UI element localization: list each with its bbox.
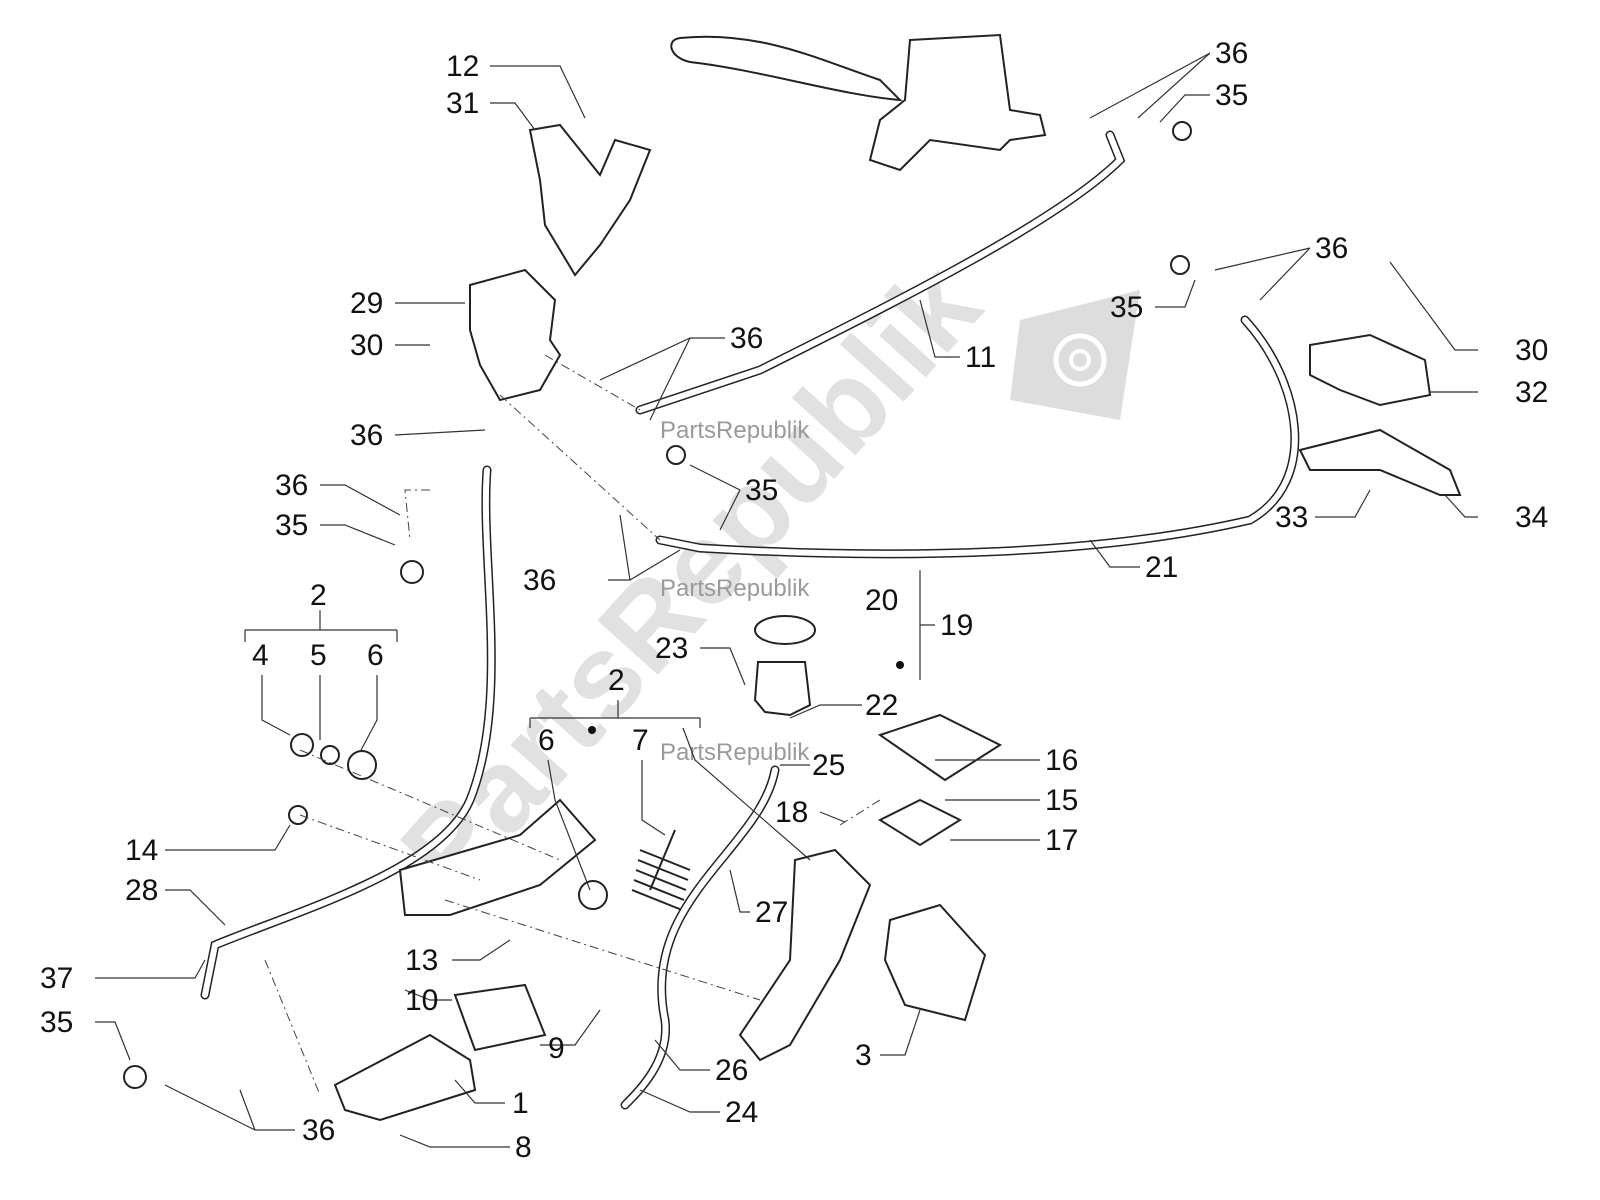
assembly-lines [264, 354, 881, 1096]
label-26: 26 [715, 1054, 748, 1087]
bolt-35-top [1172, 121, 1192, 141]
label-35-caliper: 35 [1110, 291, 1143, 324]
label-19: 19 [940, 609, 973, 642]
master-cylinder-top [868, 33, 1047, 172]
reservoir-cap-20 [754, 615, 816, 645]
caliper-32 [1309, 333, 1432, 407]
label-4: 4 [252, 639, 269, 672]
ref-dot-2 [588, 726, 596, 734]
label-3: 3 [855, 1039, 872, 1072]
label-25: 25 [812, 749, 845, 782]
label-35-bottom: 35 [40, 1006, 73, 1039]
bolt-35-mid [666, 445, 686, 465]
label-16: 16 [1045, 744, 1078, 777]
nut-4 [290, 733, 314, 757]
ref-dot-19 [896, 661, 904, 669]
bolt-35-right [1170, 255, 1190, 275]
bracket-31 [528, 123, 652, 277]
label-35-top-right: 35 [1215, 79, 1248, 112]
label-7: 7 [632, 724, 649, 757]
brake-lever [670, 35, 903, 102]
parts [123, 33, 1462, 1122]
label-5: 5 [310, 639, 327, 672]
pedal-bracket [398, 798, 597, 916]
spring-7 [631, 829, 691, 911]
label-15: 15 [1045, 784, 1078, 817]
label-33: 33 [1275, 501, 1308, 534]
label-10: 10 [405, 984, 438, 1017]
label-30-right: 30 [1515, 334, 1548, 367]
pedal-plate-15 [877, 798, 963, 847]
bush-6b [578, 880, 608, 910]
label-2-left: 2 [310, 579, 327, 612]
label-32: 32 [1515, 376, 1548, 409]
label-6-left: 6 [367, 639, 384, 672]
cylinder-boot [453, 983, 547, 1052]
label-14: 14 [125, 834, 158, 867]
label-8: 8 [515, 1131, 532, 1164]
boot-3 [883, 903, 987, 1022]
label-30-left: 30 [350, 329, 383, 362]
washer-5 [320, 745, 340, 765]
label-17: 17 [1045, 824, 1078, 857]
label-18: 18 [775, 796, 808, 829]
label-36-mid-bottom: 36 [523, 564, 556, 597]
label-13: 13 [405, 944, 438, 977]
pedal-pad-16 [877, 713, 1003, 782]
label-35-mid: 35 [745, 474, 778, 507]
label-31: 31 [446, 87, 479, 120]
label-23: 23 [655, 632, 688, 665]
brake-distributor [469, 268, 562, 402]
label-12: 12 [446, 50, 479, 83]
label-27: 27 [755, 896, 788, 929]
callout-labels: 12 31 29 30 36 36 35 2 4 5 6 14 28 37 35… [40, 37, 1548, 1164]
label-22: 22 [865, 689, 898, 722]
banjo-35-bottom [123, 1065, 147, 1089]
gear-icon [1010, 290, 1140, 420]
leader-lines [95, 52, 1478, 1148]
watermark-small-1: PartsRepublik [660, 417, 810, 444]
banjo-35-left [400, 560, 424, 584]
label-21: 21 [1145, 551, 1178, 584]
label-36-mid-top: 36 [730, 322, 763, 355]
label-24: 24 [725, 1096, 758, 1129]
label-36-bottom: 36 [302, 1114, 335, 1147]
bracket-33 [1298, 428, 1462, 496]
label-36-top-right: 36 [1215, 37, 1248, 70]
master-cylinder-1 [333, 1033, 477, 1122]
watermark-small-3: PartsRepublik [660, 739, 810, 766]
hose-28 [200, 465, 496, 1000]
label-36-hose: 36 [275, 469, 308, 502]
label-6-mid: 6 [538, 724, 555, 757]
bush-6 [347, 750, 377, 780]
label-9: 9 [548, 1032, 565, 1065]
label-11: 11 [965, 341, 996, 374]
brake-pedal-arm [738, 848, 872, 1062]
label-34: 34 [1515, 501, 1548, 534]
label-28: 28 [125, 874, 158, 907]
reservoir-19 [753, 661, 812, 717]
watermark-small-2: PartsRepublik [660, 575, 810, 602]
label-2-mid: 2 [608, 664, 625, 697]
nut-14 [288, 805, 308, 825]
label-35-left: 35 [275, 509, 308, 542]
label-1: 1 [512, 1087, 529, 1120]
label-37: 37 [40, 962, 73, 995]
label-29: 29 [350, 287, 383, 320]
label-20: 20 [865, 584, 898, 617]
label-36-left: 36 [350, 419, 383, 452]
label-36-caliper: 36 [1315, 232, 1348, 265]
